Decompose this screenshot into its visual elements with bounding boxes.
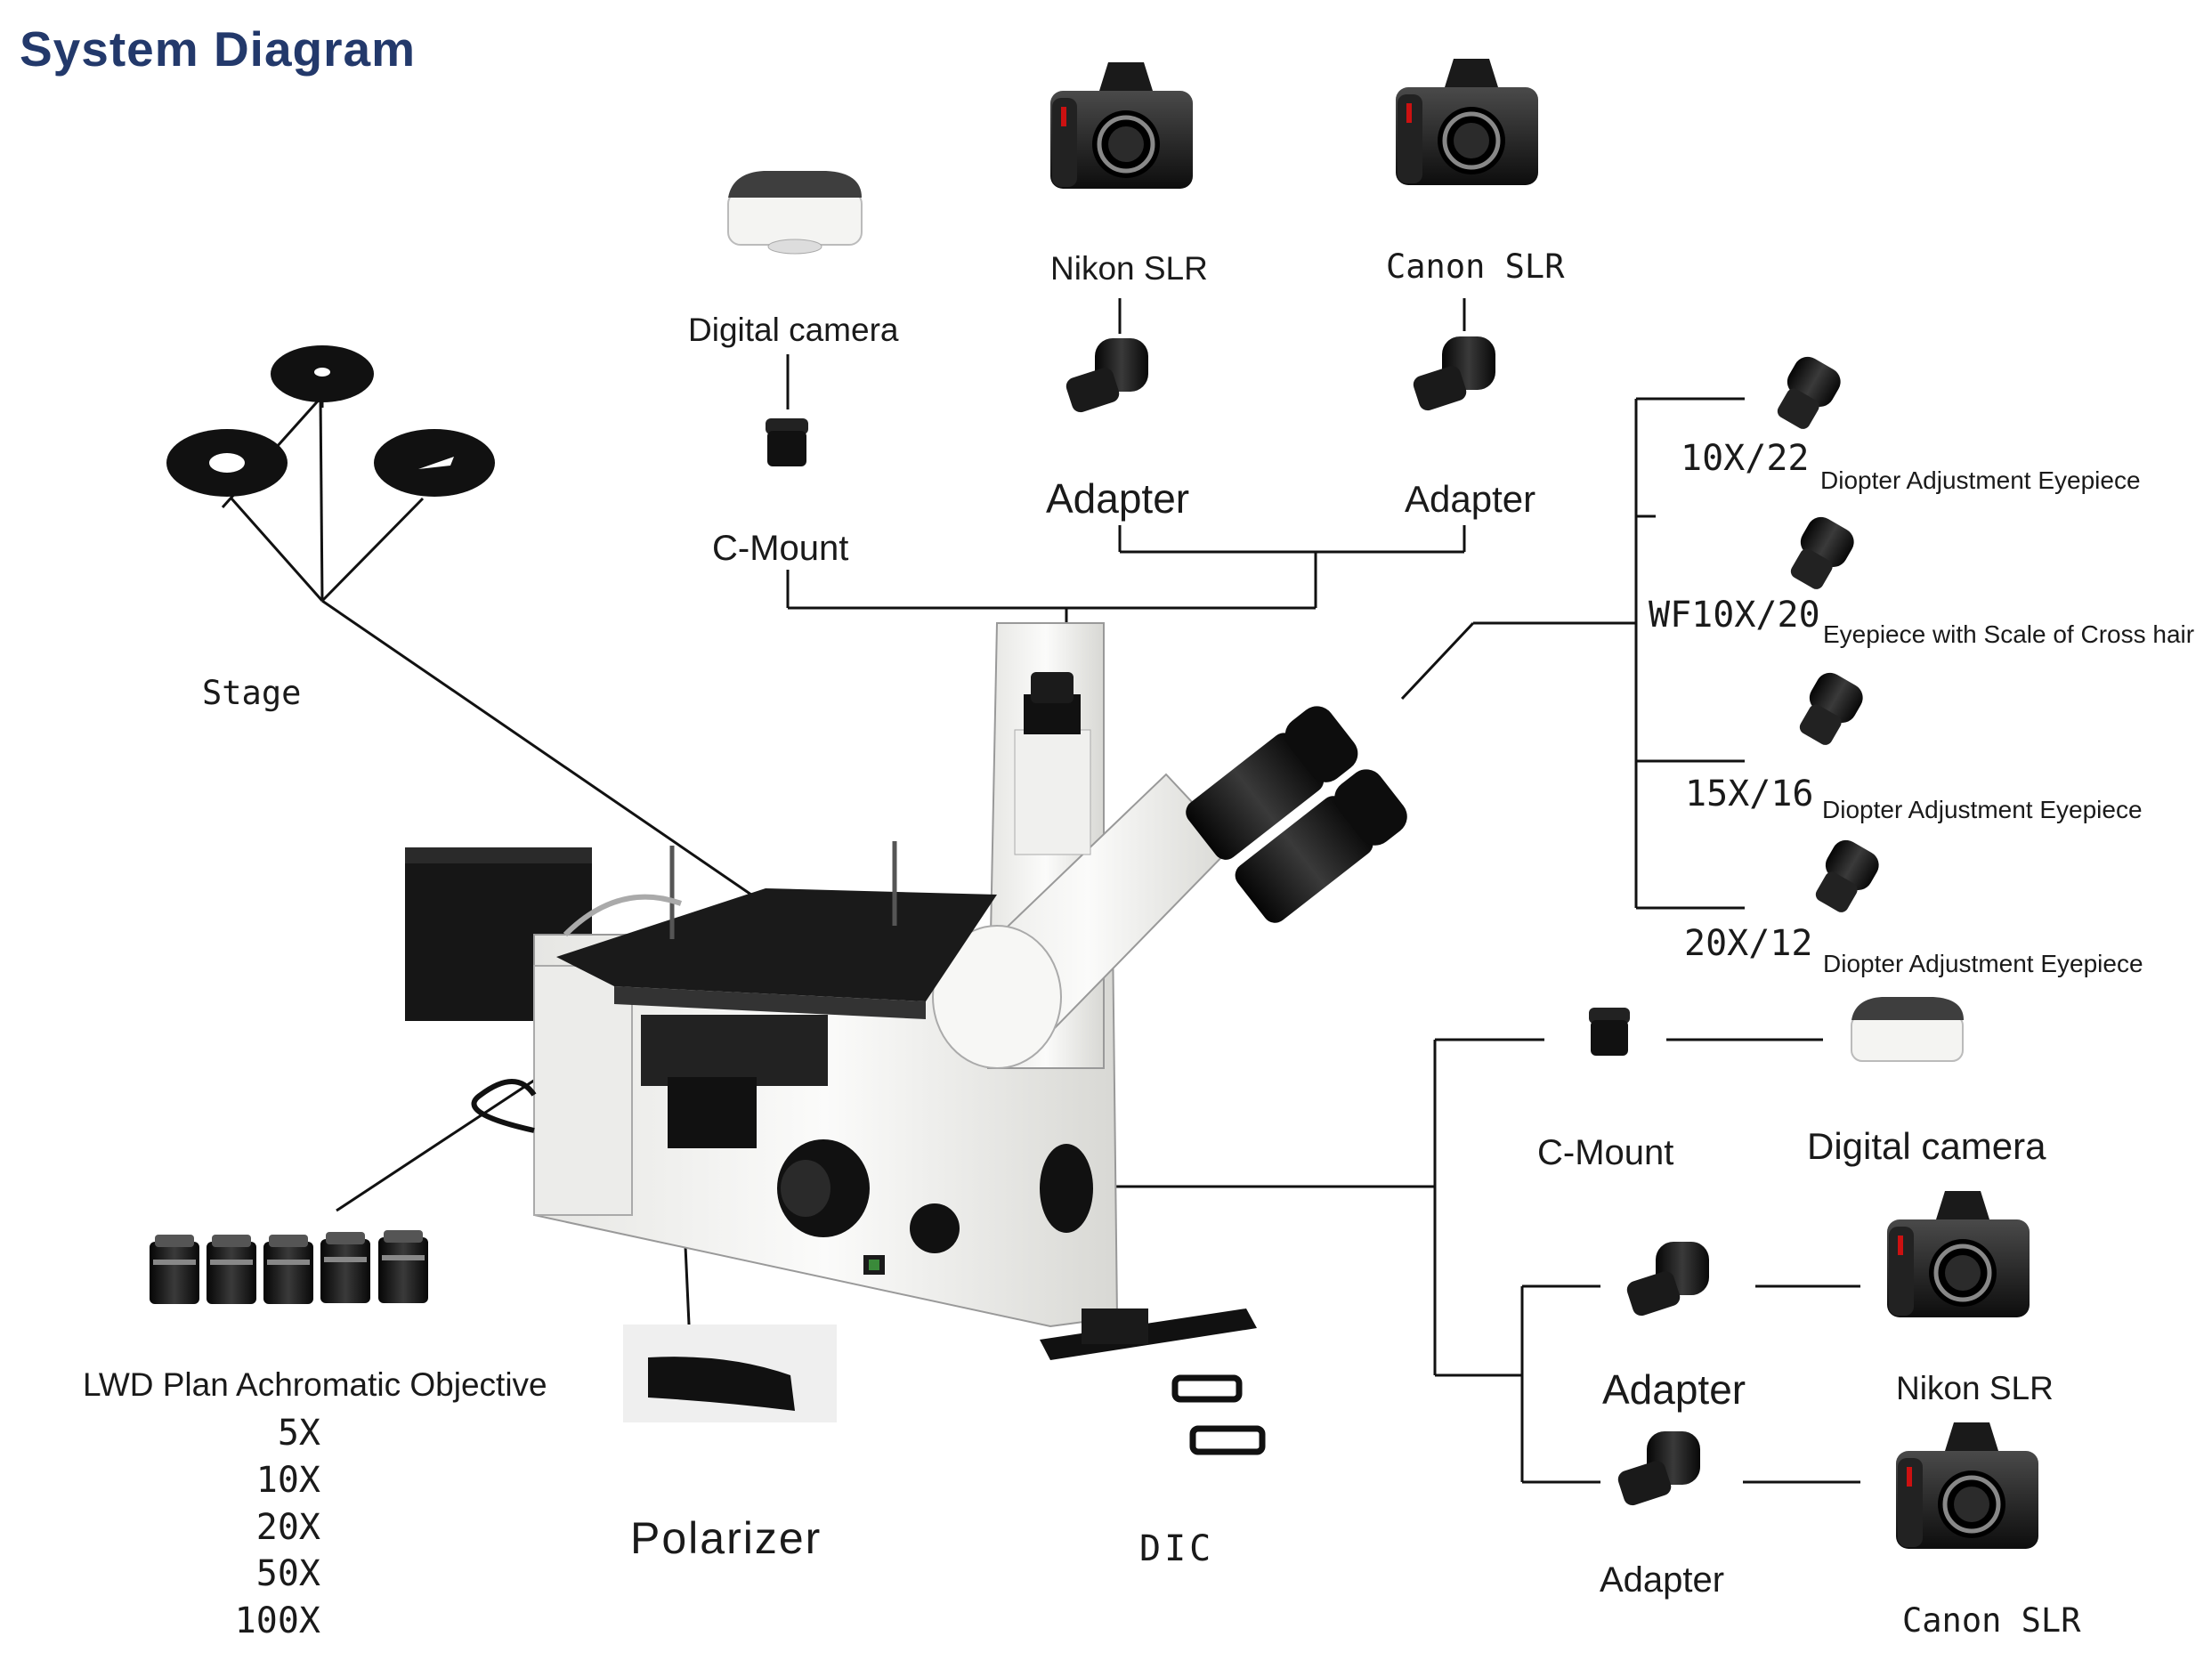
stage-label: Stage (202, 674, 302, 712)
dic-label: DIC (1139, 1528, 1215, 1569)
side-adapter-lower-label: Adapter (1600, 1560, 1725, 1600)
objective-5x: 5X (277, 1413, 320, 1454)
side-adapter-upper-label: Adapter (1602, 1366, 1746, 1413)
objectives-drawing (150, 1230, 428, 1304)
top-nikon-slr-label: Nikon SLR (1050, 250, 1208, 287)
top-nikon-camera-drawing (1050, 62, 1193, 189)
side-adapter-lower-drawing (1617, 1431, 1700, 1506)
stage-inserts-drawing (166, 345, 495, 497)
eyepiece-desc-3: Diopter Adjustment Eyepiece (1822, 796, 2143, 823)
eyepiece-desc-2: Eyepiece with Scale of Cross hair (1823, 620, 2195, 648)
top-adapter-right-drawing (1413, 336, 1495, 411)
objective-label: LWD Plan Achromatic Objective (83, 1366, 547, 1403)
top-adapter-left-label: Adapter (1046, 475, 1190, 522)
polarizer-label: Polarizer (630, 1513, 822, 1563)
eyepiece-drawings (1777, 356, 1879, 912)
microscope-drawing (405, 622, 1407, 1328)
objective-50x: 50X (255, 1553, 320, 1594)
page-title: System Diagram (20, 21, 417, 77)
top-canon-slr-label: Canon SLR (1386, 247, 1565, 286)
eyepiece-spec-2: WF10X/20 (1649, 595, 1820, 636)
top-adapter-left-drawing (1065, 338, 1148, 413)
side-c-mount-label: C-Mount (1537, 1133, 1674, 1172)
top-canon-camera-drawing (1396, 59, 1538, 185)
side-digital-camera-drawing (1851, 997, 1964, 1062)
top-adapter-right-label: Adapter (1405, 478, 1536, 520)
side-canon-camera-drawing (1896, 1422, 2038, 1549)
polarizer-drawing (623, 1325, 837, 1422)
objective-10x: 10X (255, 1460, 320, 1501)
side-nikon-slr-label: Nikon SLR (1896, 1370, 2054, 1406)
eyepiece-desc-4: Diopter Adjustment Eyepiece (1823, 950, 2143, 977)
eyepiece-desc-1: Diopter Adjustment Eyepiece (1820, 466, 2141, 494)
top-digital-camera-label: Digital camera (688, 312, 899, 348)
side-digital-camera-label: Digital camera (1807, 1125, 2046, 1167)
dic-slider-drawing (1040, 1308, 1266, 1455)
eyepiece-spec-4: 20X/12 (1684, 923, 1813, 964)
top-digital-camera-drawing (727, 171, 863, 255)
side-c-mount-drawing (1589, 1008, 1630, 1056)
side-nikon-camera-drawing (1887, 1191, 2030, 1317)
eyepiece-spec-1: 10X/22 (1681, 438, 1810, 479)
eyepiece-spec-3: 15X/16 (1685, 774, 1814, 814)
top-c-mount-label: C-Mount (712, 529, 849, 568)
objective-100x: 100X (234, 1600, 320, 1641)
side-adapter-upper-drawing (1626, 1242, 1709, 1317)
side-canon-slr-label: Canon SLR (1902, 1601, 2081, 1640)
objective-20x: 20X (255, 1507, 320, 1548)
top-c-mount-drawing (766, 418, 808, 466)
